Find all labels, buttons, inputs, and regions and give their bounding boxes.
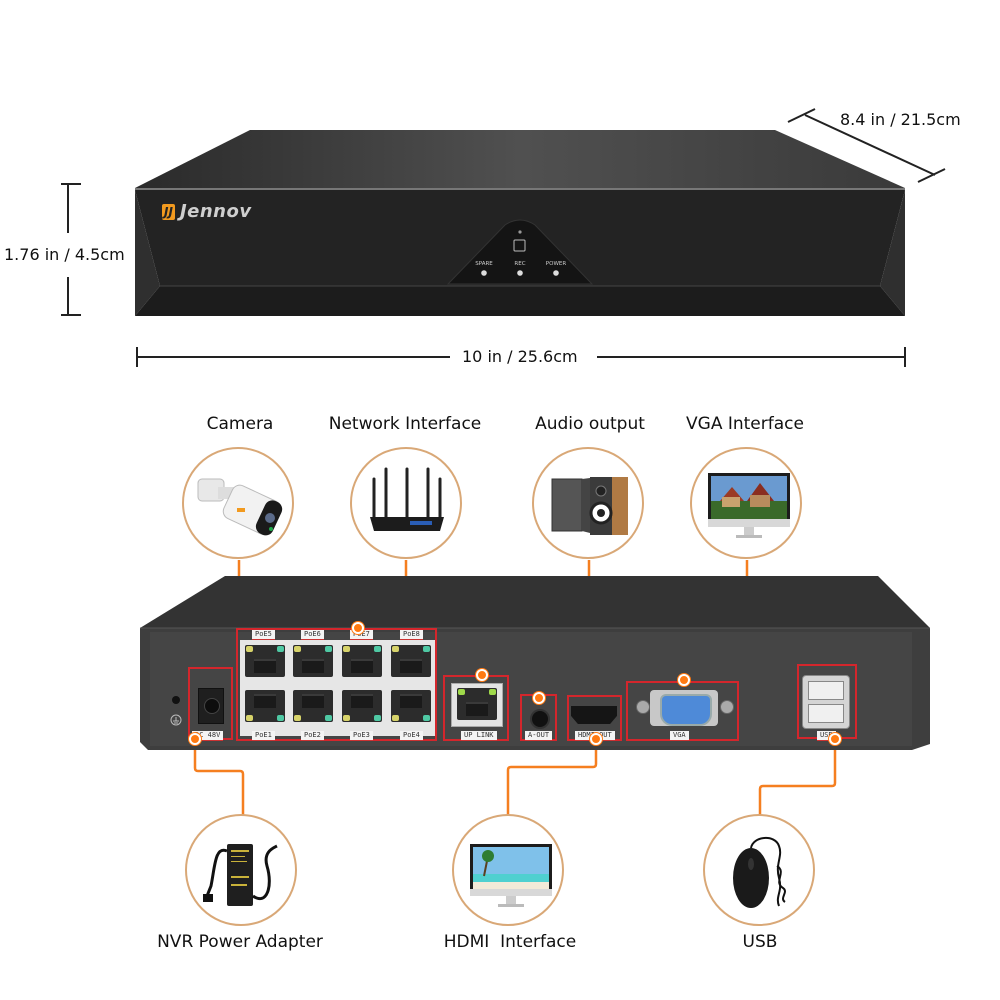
usb-port-label: USB [817, 731, 836, 741]
rec-led [517, 270, 523, 276]
ir-sensor-icon [513, 239, 526, 252]
poe1-label: PoE1 [252, 731, 275, 741]
usb-label: USB [742, 932, 778, 952]
indicator-panel [446, 219, 594, 285]
dc-power-jack [198, 688, 224, 724]
power-connector-line [193, 737, 245, 820]
power-adapter-icon [203, 844, 278, 906]
poe4-label: PoE4 [400, 731, 423, 741]
vga-screw-left [636, 700, 650, 714]
power-connector-dot [189, 733, 201, 745]
depth-dimension-label: 8.4 in / 21.5cm [840, 110, 961, 129]
hdmi-interface-label: HDMI Interface [443, 932, 577, 952]
width-dimension-line [136, 347, 906, 367]
poe2-port[interactable] [293, 690, 333, 722]
network-connector-dot [476, 669, 488, 681]
front-view [61, 108, 946, 367]
vga-interface-label: VGA Interface [686, 414, 804, 434]
reset-hole [172, 696, 180, 704]
uplink-label: UP LINK [461, 731, 497, 741]
poe7-port[interactable] [342, 645, 382, 677]
hdmi-connector-line [506, 737, 598, 820]
indicator-label-spare: SPARE [475, 261, 493, 267]
nvr-rear-top-surface [140, 576, 930, 628]
poe8-port[interactable] [391, 645, 431, 677]
camera-icon [197, 478, 283, 536]
camera-label: Camera [206, 414, 274, 434]
depth-dimension-line [787, 108, 946, 183]
nvr-bottom-bevel [135, 286, 905, 316]
poe8-label: PoE8 [400, 630, 423, 640]
poe-ports-highlight [236, 628, 437, 741]
jennov-logo-icon: JJ [162, 203, 175, 220]
vga-screw-right [720, 700, 734, 714]
poe6-label: PoE6 [301, 630, 324, 640]
brand-logo: JJ Jennov [162, 201, 252, 222]
poe5-label: PoE5 [252, 630, 275, 640]
camera-circle [182, 447, 294, 559]
poe2-label: PoE2 [301, 731, 324, 741]
vga-label: VGA [670, 731, 689, 741]
audio-output-label: Audio output [535, 414, 645, 434]
audio-connector-dot [533, 692, 545, 704]
height-dimension-label: 1.76 in / 4.5cm [4, 245, 125, 264]
vga-connector-dot [678, 674, 690, 686]
nvr-top-surface [135, 130, 905, 188]
network-interface-label: Network Interface [328, 414, 482, 434]
indicator-label-power: POWER [545, 261, 567, 267]
power-adapter-label: NVR Power Adapter [157, 932, 323, 952]
camera-connector-dot [352, 622, 364, 634]
width-dimension-label: 10 in / 25.6cm [462, 347, 578, 366]
poe7-label: PoE7 [350, 630, 373, 640]
indicator-label-rec: REC [514, 261, 526, 267]
poe3-port[interactable] [342, 690, 382, 722]
vga-port[interactable] [650, 690, 718, 726]
poe5-port[interactable] [245, 645, 285, 677]
poe6-port[interactable] [293, 645, 333, 677]
usb-circle [703, 814, 815, 926]
spare-led [481, 270, 487, 276]
usb-connector-dot [829, 733, 841, 745]
hdmi-port[interactable] [571, 706, 617, 724]
power-led [553, 270, 559, 276]
audio-circle [532, 447, 644, 559]
power-port-label: DC 48V [192, 731, 224, 741]
audio-out-jack[interactable] [530, 709, 550, 729]
mouse-icon [733, 837, 786, 908]
power-adapter-circle [185, 814, 297, 926]
router-icon [370, 467, 444, 531]
monitor-icon [708, 473, 790, 538]
hdmi-connector-dot [590, 733, 602, 745]
poe4-port[interactable] [391, 690, 431, 722]
usb-connector-line [758, 737, 837, 820]
monitor-icon [470, 844, 552, 907]
poe1-port[interactable] [245, 690, 285, 722]
uplink-port[interactable] [451, 683, 503, 727]
vga-circle [690, 447, 802, 559]
ground-icon [170, 714, 182, 726]
speaker-icon [551, 477, 628, 535]
network-circle [350, 447, 462, 559]
usb-highlight [797, 664, 857, 739]
audio-out-label: A-OUT [525, 731, 553, 741]
height-dimension-line [61, 183, 81, 316]
usb-ports[interactable] [802, 675, 850, 729]
poe3-label: PoE3 [350, 731, 373, 741]
hdmi-circle [452, 814, 564, 926]
power-port-highlight [188, 667, 233, 740]
brand-name: Jennov [179, 201, 252, 222]
